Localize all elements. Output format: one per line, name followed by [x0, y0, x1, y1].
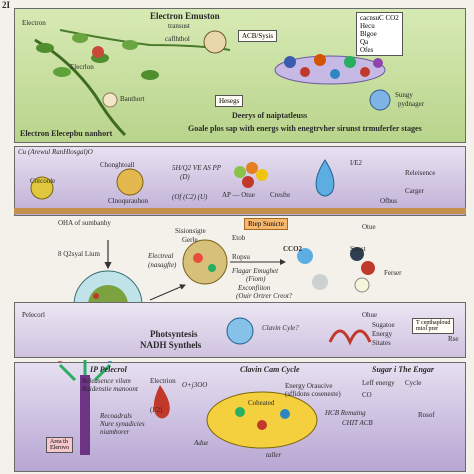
- sunlight-sub: pydnager: [398, 100, 425, 108]
- pink-box-line: Area th: [50, 439, 68, 445]
- fiom-label: (Fiom): [246, 275, 266, 283]
- panel4-title-1: Photsyntesis: [150, 329, 198, 339]
- node-box: Hesegs: [215, 95, 244, 107]
- energy-label: Energy: [372, 330, 393, 338]
- release-label: Releasence vilum: [82, 377, 131, 385]
- panel-chloroplast: [14, 146, 466, 216]
- rosof-label: Rosof: [418, 411, 435, 419]
- panel5-title-center: Clavin Cam Cycle: [240, 365, 300, 374]
- etob-label: Etob: [232, 234, 246, 242]
- pink-box-line: Elerovo: [50, 445, 69, 451]
- caption-3: Goale plos sap with energs with enegtrvh…: [188, 124, 422, 133]
- electron-sub: (nasagfte): [148, 261, 177, 269]
- pelecorl-label: Pelecorl: [22, 311, 45, 319]
- ferser-label: Ferser: [384, 269, 402, 277]
- molecule-label: Ofes: [360, 46, 374, 54]
- equation-3: (Of (C2) (U): [172, 193, 208, 201]
- panel1-subtitle: transust: [168, 22, 190, 30]
- nure2-label: niamborer: [100, 428, 130, 436]
- label-chonghtoall: Chonghtoall: [100, 161, 135, 169]
- co-label: CO: [362, 391, 372, 399]
- adue-label: Adue: [194, 439, 209, 447]
- coheated-label: Coheated: [248, 399, 275, 407]
- ionic-label: I/E2: [350, 159, 363, 167]
- stomate-label: Sisionsigte: [175, 227, 206, 235]
- cycle-label: Cycle: [405, 379, 422, 387]
- side-box: T cepthaploud miol prer: [412, 318, 455, 334]
- equation-1: 5H/Q2 VE AS PP: [172, 164, 222, 172]
- stroma-blob: [182, 239, 228, 285]
- molecule-label: Qa: [360, 38, 369, 46]
- rse-label: Rse: [448, 335, 459, 343]
- pink-box: Area th Elerovo: [46, 437, 73, 453]
- ap-label: AP — Otue: [222, 191, 255, 199]
- leaf-label: caflhtbol: [165, 35, 190, 43]
- hcb-label: HCB Remaing: [325, 409, 366, 417]
- electron-small: Electrion: [150, 377, 176, 385]
- nure-label: Nure synadicies: [100, 420, 145, 428]
- panel5-title-left: IP Pelecrol: [90, 365, 127, 374]
- label-clnoqurauhon: Clnoqurauhon: [108, 197, 149, 205]
- molecule-label: Hecu: [360, 22, 375, 30]
- molecule-box: cacnsuC CO2 Hecu Blgoe Qa Ofes: [356, 12, 403, 56]
- cresfte-label: Cresfte: [270, 191, 291, 199]
- panel5-title-right: Sugar i The Engar: [372, 365, 435, 374]
- leaf-label: Elecrlon: [70, 63, 94, 71]
- molecule-label: cacnsuC CO2: [360, 14, 399, 22]
- top-left-2: 8 Q2syal Lium: [58, 250, 100, 258]
- side-box-line: miol prer: [416, 326, 439, 332]
- stomate-sub: Gerle: [182, 236, 198, 244]
- ropsu-label: Ropsu: [232, 253, 250, 261]
- corner-number: 2I: [2, 0, 11, 10]
- cycle-question: Clavin Cyle?: [262, 324, 299, 332]
- ofbus-label: Ofbus: [380, 197, 398, 205]
- step-box: Rtep Sunicte: [244, 218, 288, 230]
- chloro-label: Ohue: [362, 311, 378, 319]
- outer-label: (Ouir Ortrer Creot?: [236, 292, 293, 300]
- molecule-label: Blgoe: [360, 30, 377, 38]
- snust-label: Snust: [350, 245, 366, 253]
- panel2-title: Cu (Arewul RanHlosgal)O: [18, 148, 93, 156]
- stats-label: Sitates: [372, 339, 391, 347]
- recondrals-label: Recoadrals: [100, 412, 132, 420]
- label-cotcoule: Cotcoule: [30, 177, 56, 185]
- leaf-label: Electron: [22, 19, 46, 27]
- caption-2: Deerys of naiptatleuss: [232, 111, 308, 120]
- atp-box: ACB/Sysis: [238, 30, 278, 42]
- leff-label: Leff energy: [362, 379, 395, 387]
- panel1-title: Electron Emuston: [150, 11, 220, 21]
- cco2-label: CCO2: [283, 245, 303, 253]
- flagar-label: Flagar Emughet: [232, 267, 279, 275]
- top-left-1: OHA of sumbanhy: [58, 219, 111, 227]
- sfidsons-label: (sffidons coseneste): [285, 390, 341, 398]
- otue-label: Otue: [362, 223, 376, 231]
- if2-label: (I/2): [150, 406, 163, 414]
- sugate-label: Sugatoe: [372, 321, 395, 329]
- chit-label: CHIT ACB: [342, 419, 373, 427]
- reaction-label: Raidenstie manoont: [82, 385, 138, 393]
- caption-1: Electron Elecepbu nanhort: [20, 129, 113, 138]
- carger-label: Carger: [405, 187, 424, 195]
- panel4-title-2: NADH Synthels: [140, 340, 202, 350]
- side-box-line: T cepthaploud: [416, 320, 451, 326]
- equation-2: (D): [180, 173, 190, 181]
- release-label: Releisence: [405, 169, 436, 177]
- formula-label: O+j3OO: [182, 381, 208, 389]
- leaf-label: Banthort: [120, 95, 145, 103]
- sunlight-label: Sungy: [395, 91, 413, 99]
- exconfite-label: Exconfiiton: [238, 284, 271, 292]
- electron-label: Electreal: [148, 252, 174, 260]
- taller-label: taller: [266, 451, 282, 459]
- energy-calc: Energy Oraucive: [285, 382, 333, 390]
